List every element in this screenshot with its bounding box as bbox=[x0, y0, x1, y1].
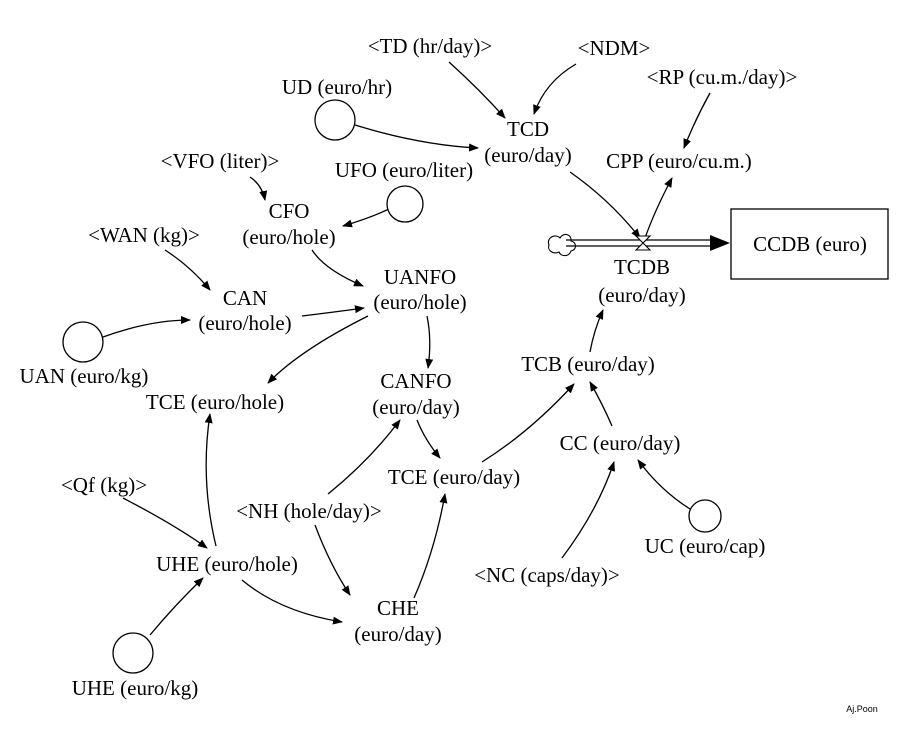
link-che-to-tce-day bbox=[413, 493, 448, 599]
label-qf: <Qf (kg)> bbox=[61, 473, 147, 497]
link-cfo-to-uanfo bbox=[311, 249, 364, 287]
label-tcb: TCB (euro/day) bbox=[521, 352, 655, 376]
label-uan: UAN (euro/kg) bbox=[20, 364, 149, 388]
label-canfo-line1: CANFO bbox=[380, 369, 451, 393]
link-uan-to-can bbox=[102, 316, 191, 338]
label-can-line2: (euro/hole) bbox=[198, 311, 291, 335]
flow-structure bbox=[547, 208, 889, 280]
link-uanfo-to-canfo bbox=[425, 315, 434, 369]
link-tcb-to-tcdb bbox=[589, 309, 604, 353]
link-tcd-to-tcdb bbox=[569, 171, 641, 239]
label-tcdb-line1: TCDB bbox=[614, 255, 670, 279]
link-wan-to-can bbox=[164, 249, 211, 291]
link-rp-to-cpp bbox=[683, 92, 711, 149]
label-tcd-line2: (euro/day) bbox=[484, 143, 571, 167]
label-ccdb-stock: CCDB (euro) bbox=[753, 232, 867, 256]
link-nh-to-che bbox=[314, 524, 351, 596]
ud-constant-circle bbox=[314, 99, 356, 141]
author-signature: Aj.Poon bbox=[846, 704, 878, 714]
link-cc-to-tcb bbox=[589, 381, 613, 427]
label-tcd-line1: TCD bbox=[507, 117, 549, 141]
link-nh-to-canfo bbox=[327, 419, 401, 495]
label-td: <TD (hr/day)> bbox=[368, 34, 493, 58]
link-td-to-tcd bbox=[448, 61, 506, 119]
label-nh: <NH (hole/day)> bbox=[236, 499, 382, 523]
label-cfo-line2: (euro/hole) bbox=[242, 225, 335, 249]
variable-labels: <TD (hr/day)> <NDM> <RP (cu.m./day)> UD … bbox=[20, 34, 867, 700]
link-ndm-to-tcd bbox=[533, 63, 577, 115]
label-che-line1: CHE bbox=[377, 596, 419, 620]
label-tce-hole: TCE (euro/hole) bbox=[146, 390, 284, 414]
link-can-to-uanfo bbox=[301, 305, 365, 317]
link-uhe-hole-to-che bbox=[241, 579, 343, 625]
label-ndm: <NDM> bbox=[578, 36, 651, 60]
label-cpp: CPP (euro/cu.m.) bbox=[606, 149, 752, 173]
label-uc: UC (euro/cap) bbox=[645, 534, 766, 558]
link-uhe-kg-to-uhe-hole bbox=[149, 577, 204, 636]
link-uhe-hole-to-tce-hole bbox=[204, 413, 217, 547]
label-che-line2: (euro/day) bbox=[354, 622, 441, 646]
label-wan: <WAN (kg)> bbox=[88, 223, 200, 247]
label-tcdb-line2: (euro/day) bbox=[598, 283, 685, 307]
link-tce-day-to-tcb bbox=[481, 383, 575, 463]
label-cfo-line1: CFO bbox=[269, 199, 310, 223]
label-tce-day: TCE (euro/day) bbox=[388, 465, 520, 489]
source-cloud-icon bbox=[547, 233, 577, 257]
constant-circles bbox=[62, 99, 722, 674]
uc-constant-circle bbox=[688, 499, 722, 533]
stock-box-ccdb bbox=[730, 208, 889, 280]
label-ufo: UFO (euro/liter) bbox=[335, 158, 473, 182]
flow-arrowhead-icon bbox=[710, 235, 730, 251]
flow-valve-icon bbox=[634, 235, 652, 251]
link-uanfo-to-tce-hole bbox=[267, 315, 369, 384]
ufo-constant-circle bbox=[386, 185, 424, 223]
label-rp: <RP (cu.m./day)> bbox=[647, 65, 798, 89]
uan-constant-circle bbox=[62, 321, 104, 363]
link-tcdb-to-cpp bbox=[644, 177, 673, 239]
link-ufo-to-cfo bbox=[342, 208, 390, 228]
label-uanfo-line1: UANFO bbox=[384, 265, 456, 289]
label-can-line1: CAN bbox=[223, 286, 267, 310]
label-canfo-line2: (euro/day) bbox=[372, 395, 459, 419]
label-cc: CC (euro/day) bbox=[560, 431, 681, 455]
link-vfo-to-cfo bbox=[249, 176, 268, 201]
uhe-kg-constant-circle bbox=[112, 632, 154, 674]
label-nc: <NC (caps/day)> bbox=[474, 563, 620, 587]
causal-links bbox=[102, 61, 711, 636]
link-canfo-to-tce-day bbox=[416, 419, 441, 459]
link-uc-to-cc bbox=[637, 459, 691, 510]
label-uhe-kg: UHE (euro/kg) bbox=[72, 676, 199, 700]
label-uhe-hole: UHE (euro/hole) bbox=[156, 552, 298, 576]
link-ud-to-tcd bbox=[354, 124, 479, 152]
label-vfo: <VFO (liter)> bbox=[161, 149, 280, 173]
label-uanfo-line2: (euro/hole) bbox=[373, 290, 466, 314]
link-nc-to-cc bbox=[561, 461, 615, 559]
label-ud: UD (euro/hr) bbox=[282, 75, 392, 99]
link-qf-to-uhe-hole bbox=[122, 497, 208, 549]
